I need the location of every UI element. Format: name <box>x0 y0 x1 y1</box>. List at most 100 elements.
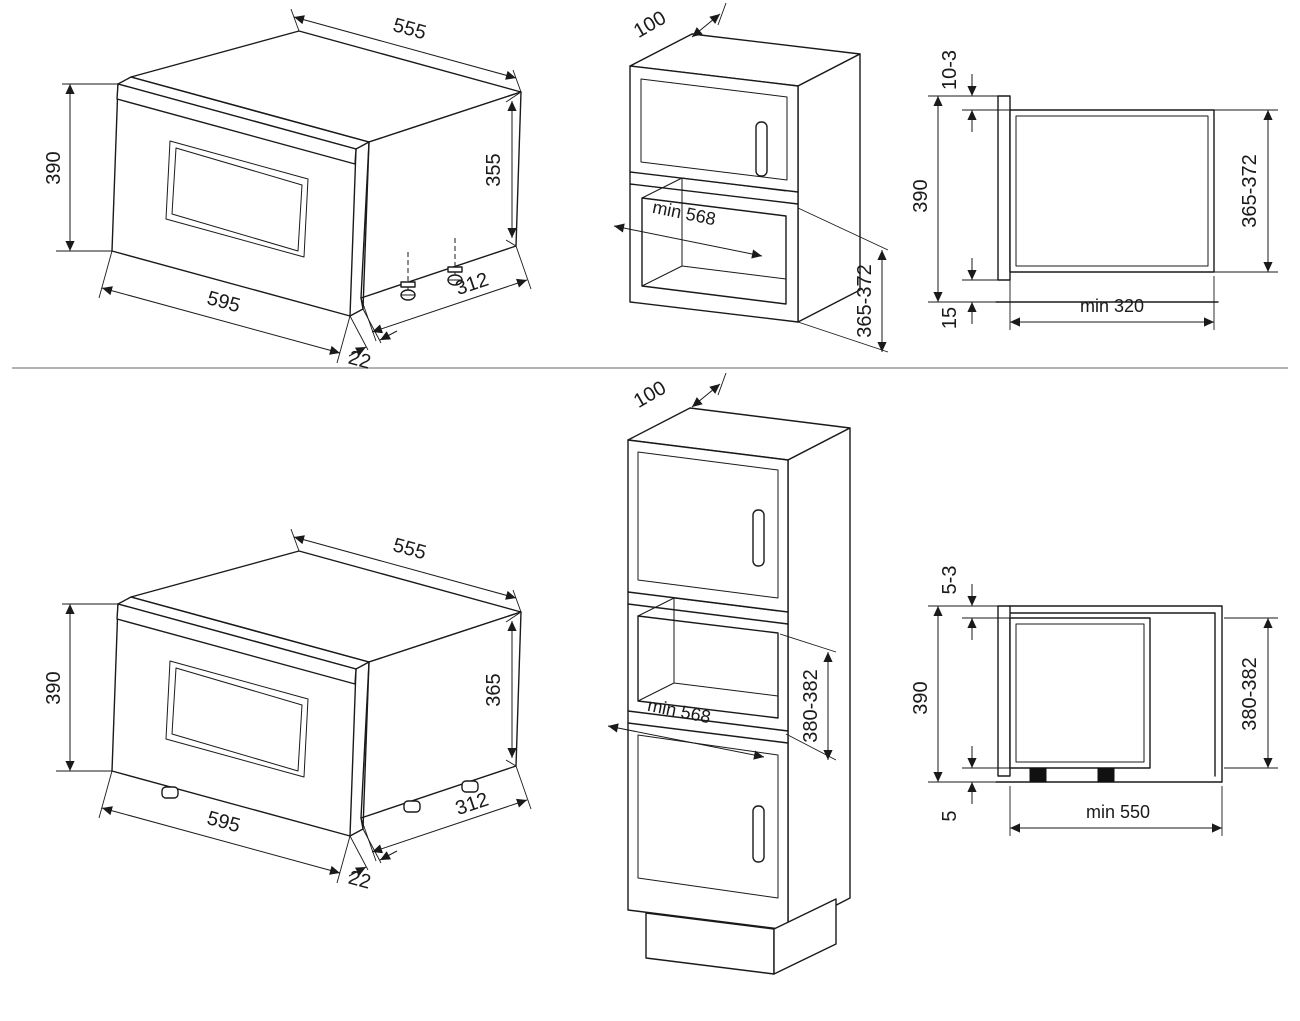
niche-outline <box>1009 605 1223 783</box>
dim-label-10-3: 10-3 <box>939 50 961 90</box>
niche-opening <box>637 615 779 719</box>
cabinet-side-face <box>797 53 861 323</box>
dim-tick <box>717 372 727 396</box>
dim-label-100: 100 <box>630 377 670 413</box>
door-handle <box>755 121 768 177</box>
dim-label-380-382: 380-382 <box>800 669 822 742</box>
oven-body-outline <box>1009 617 1151 769</box>
dim-ext <box>360 245 532 342</box>
dim-ext <box>505 91 522 247</box>
dim-body-height: 365 <box>483 611 522 767</box>
door-handle-strip <box>116 83 357 165</box>
door-window <box>165 660 309 778</box>
dim-label-5: 5 <box>939 810 961 821</box>
dim-niche-height: 365-372 <box>797 207 889 353</box>
dim-front-height: 390 <box>43 83 118 252</box>
dim-line <box>371 798 528 854</box>
dim-ext <box>56 83 118 252</box>
frame-edges <box>117 76 370 317</box>
dim-niche-height: 380-382 <box>779 633 837 761</box>
dim-niche-height: 390 <box>910 95 998 303</box>
dim-line <box>613 223 763 259</box>
dim-label-365-372: 365-372 <box>1239 154 1261 227</box>
dim-niche-height: 390 <box>910 605 998 783</box>
screw-center-lines <box>407 238 456 282</box>
bottom-section-view: 5-3 390 5 380-382 min 550 <box>910 566 1278 836</box>
dim-label-595: 595 <box>205 807 243 837</box>
dim-label-5-3: 5-3 <box>939 566 961 595</box>
screw-head-left <box>400 281 416 288</box>
dim-line <box>607 723 765 760</box>
dim-line <box>293 15 517 80</box>
dim-unit-height: 365-372 <box>1214 109 1278 273</box>
dim-ext <box>56 603 118 772</box>
upper-door-inset <box>637 451 779 599</box>
dim-label-355: 355 <box>483 153 505 186</box>
niche-interior-lines <box>637 597 779 702</box>
dim-line <box>371 278 528 334</box>
dim-frame-depth: 22 <box>346 828 398 894</box>
dim-label-312: 312 <box>453 789 492 820</box>
foot <box>461 780 479 793</box>
oven-body-outline <box>1009 109 1215 273</box>
dim-ext <box>505 611 522 767</box>
dim-bottom-gap: 5 <box>939 746 1010 822</box>
dim-label-390: 390 <box>910 681 932 714</box>
frame-edges <box>117 596 370 837</box>
dim-label-390: 390 <box>43 671 65 704</box>
dim-arrow-b <box>379 330 398 341</box>
dim-min-depth: min 320 <box>1009 276 1215 330</box>
dim-arrow-a <box>348 866 367 877</box>
dim-ext <box>98 770 351 884</box>
dim-line <box>101 286 341 355</box>
dim-body-height: 355 <box>483 91 522 247</box>
dim-label-min-550: min 550 <box>1086 802 1150 822</box>
dim-label-555: 555 <box>391 534 429 564</box>
dim-label-390: 390 <box>43 151 65 184</box>
dim-label-15: 15 <box>939 307 961 329</box>
oven-body-inner <box>1015 623 1145 763</box>
dim-front-height: 390 <box>43 603 118 772</box>
dim-ext <box>349 828 382 871</box>
top-oven-isometric: 555 390 355 595 22 312 <box>43 8 532 374</box>
door-handle-strip <box>116 603 357 685</box>
top-section-view: 10-3 390 15 365-372 min 320 <box>910 50 1278 330</box>
dim-unit-height: 380-382 <box>1224 617 1278 769</box>
dim-label-312: 312 <box>453 269 492 300</box>
dim-label-min-320: min 320 <box>1080 296 1144 316</box>
dim-label-380-382: 380-382 <box>1239 657 1261 730</box>
dim-ext <box>962 279 998 303</box>
plinth-side <box>773 898 837 975</box>
dim-ext <box>360 765 532 862</box>
oven-front-frame <box>997 95 1011 281</box>
dim-label-595: 595 <box>205 287 243 317</box>
dim-min-depth: min 550 <box>1009 786 1223 836</box>
upper-door-handle <box>752 509 765 567</box>
niche-interior-lines <box>641 177 787 287</box>
dim-label-365-372: 365-372 <box>854 264 876 337</box>
dim-line <box>691 13 721 38</box>
dim-arrow-a <box>348 346 367 357</box>
dim-frame-depth: 22 <box>346 308 398 374</box>
dim-label-100: 100 <box>630 7 670 43</box>
lower-door-handle <box>752 805 765 863</box>
dim-line <box>293 535 517 600</box>
upper-door-inset <box>640 78 788 181</box>
dim-ext <box>349 308 382 351</box>
dim-top-clearance: 100 <box>630 372 727 413</box>
dim-arrow-b <box>379 850 398 861</box>
oven-front-frame <box>997 605 1011 777</box>
foot <box>161 786 179 799</box>
dim-label-22: 22 <box>346 867 373 894</box>
dim-bottom-gap: 15 <box>939 258 998 329</box>
dim-label-390: 390 <box>910 179 932 212</box>
bottom-oven-isometric: 555 390 365 595 22 312 <box>43 528 532 894</box>
bottom-column-cabinet: 100 min 568 380-382 <box>607 372 851 975</box>
dim-line <box>691 383 721 408</box>
dim-ext <box>797 207 889 353</box>
dim-line <box>101 806 341 875</box>
oven-foot-front <box>1029 767 1047 783</box>
dim-label-555: 555 <box>391 14 429 44</box>
